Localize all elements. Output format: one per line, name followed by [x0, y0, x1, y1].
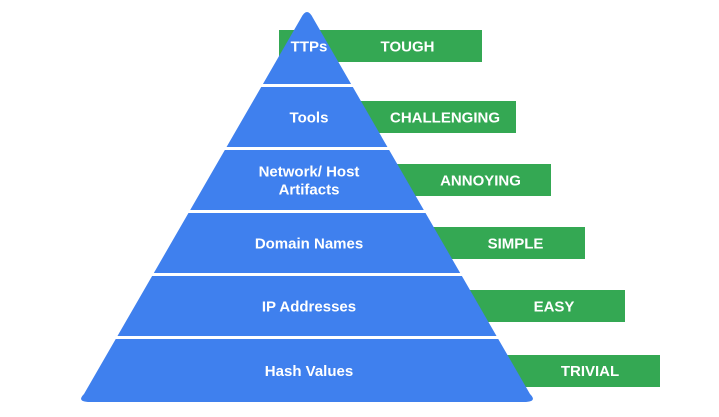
level-label: Artifacts	[279, 182, 340, 199]
difficulty-label-challenging: CHALLENGING	[390, 110, 500, 127]
level-label: Network/ Host	[259, 164, 360, 181]
pyramid	[81, 12, 533, 402]
level-label: TTPs	[291, 39, 328, 56]
level-label: IP Addresses	[262, 299, 356, 316]
pyramid-level-5: IP Addresses	[262, 299, 356, 316]
level-label: Tools	[290, 110, 329, 127]
difficulty-label-annoying: ANNOYING	[440, 173, 521, 190]
pyramid-level-2: Tools	[290, 110, 329, 127]
level-label: Hash Values	[265, 363, 353, 380]
pyramid-level-6: Hash Values	[265, 363, 353, 380]
pyramid-level-4: Domain Names	[255, 236, 363, 253]
level-label: Domain Names	[255, 236, 363, 253]
pyramid-labels: TOUGH CHALLENGING ANNOYING SIMPLE EASY TRIVIA…	[255, 39, 619, 381]
difficulty-label-simple: SIMPLE	[488, 236, 544, 253]
pyramid-level-1: TTPs	[291, 39, 328, 56]
difficulty-label-tough: TOUGH	[381, 39, 435, 56]
pyramid-body	[81, 12, 533, 402]
difficulty-label-trivial: TRIVIAL	[561, 363, 619, 380]
difficulty-label-easy: EASY	[534, 299, 575, 316]
